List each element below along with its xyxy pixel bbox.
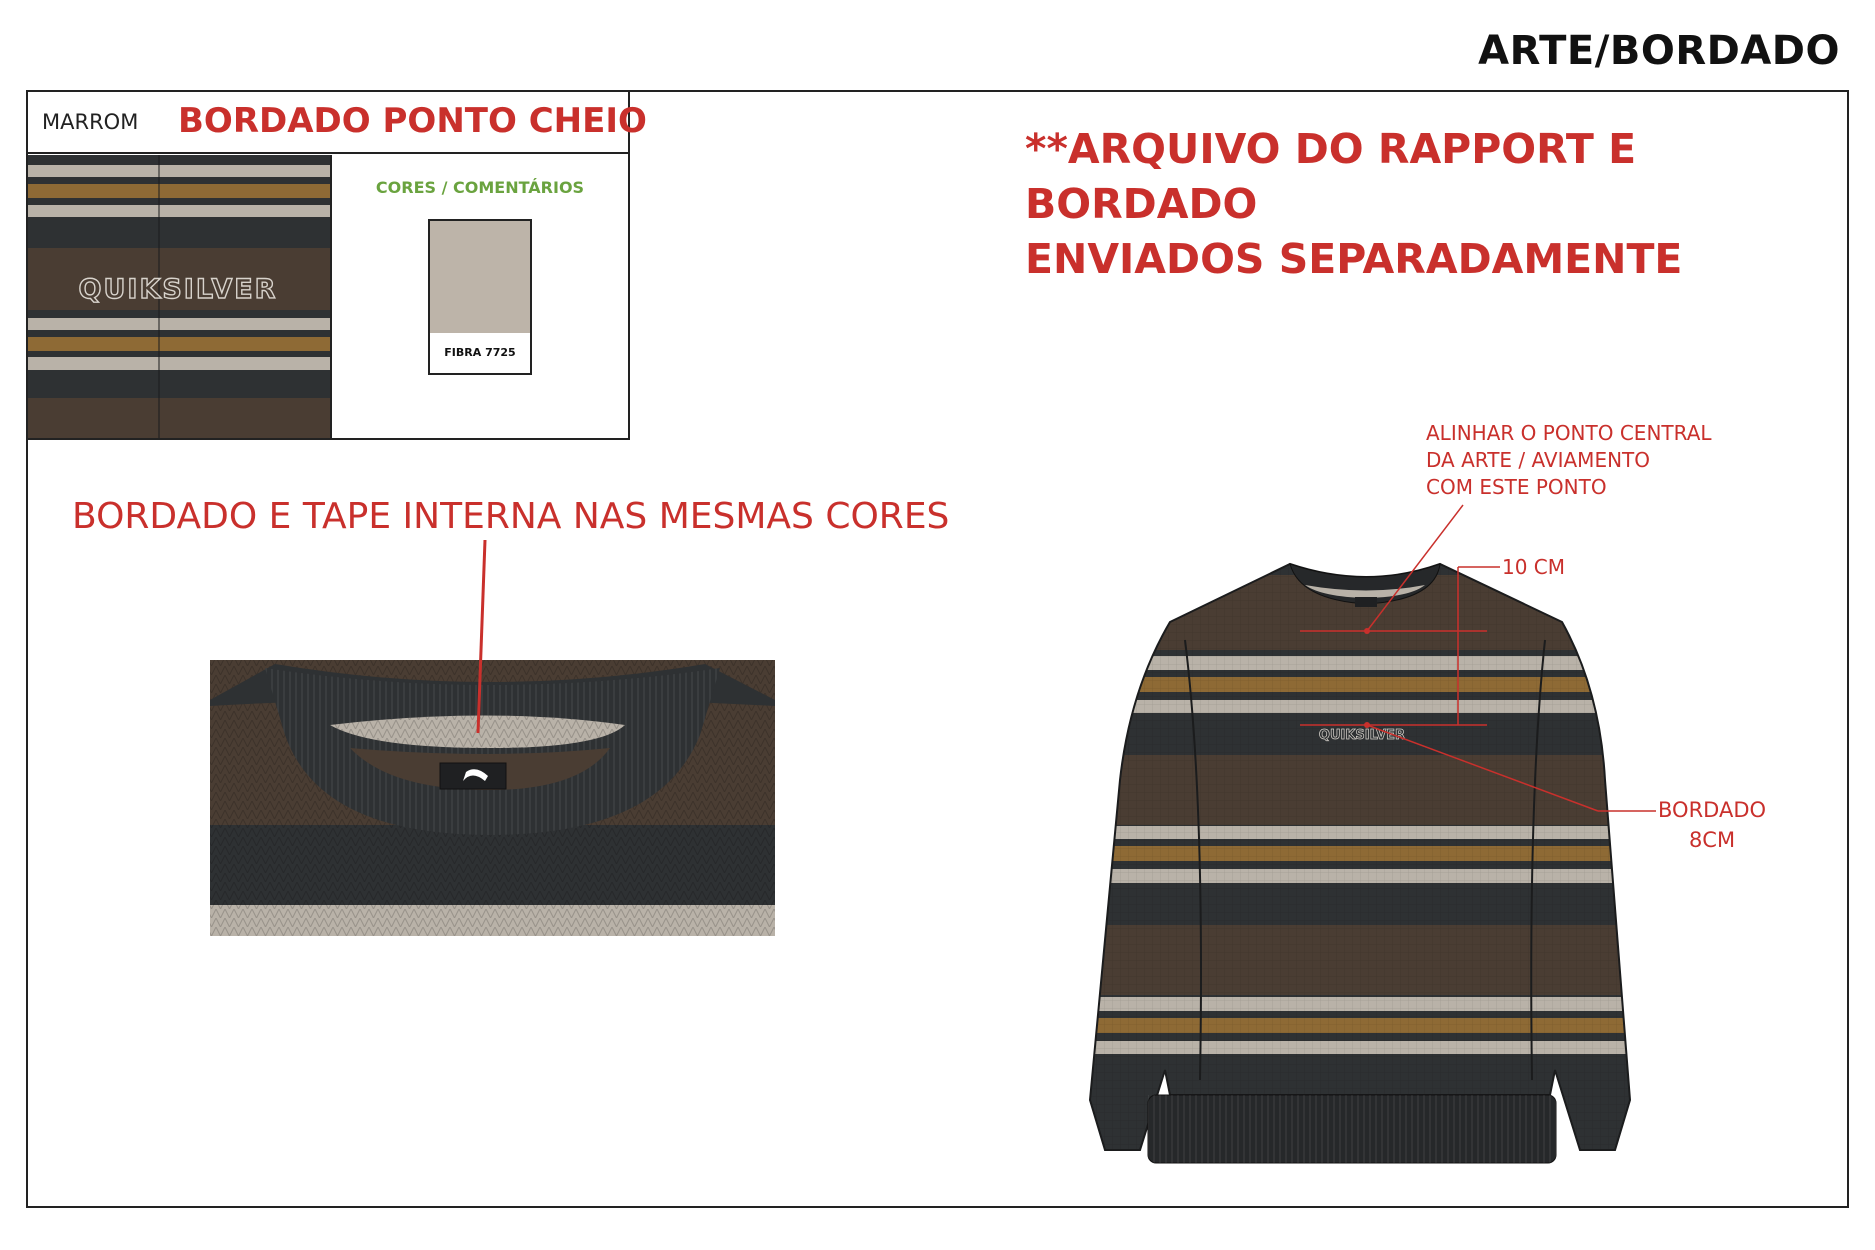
colorway-label: MARROM: [42, 110, 139, 134]
alignment-note-line-2: DA ARTE / AVIAMENTO: [1426, 448, 1650, 472]
logo-wordmark: QUIKSILVER: [79, 274, 278, 305]
alignment-note: ALINHAR O PONTO CENTRAL DA ARTE / AVIAME…: [1426, 420, 1712, 501]
embroidery-size-note: BORDADO 8CM: [1658, 795, 1766, 855]
embroidery-size-line-2: 8CM: [1688, 828, 1736, 852]
spec-header: [28, 92, 628, 154]
stripe-swatch-art: QUIKSILVER: [28, 155, 330, 438]
technique-label: BORDADO PONTO CHEIO: [178, 101, 647, 141]
files-notice: **ARQUIVO DO RAPPORT E BORDADO ENVIADOS …: [1025, 122, 1875, 287]
neck-label-icon: [439, 762, 507, 790]
files-notice-line-1: **ARQUIVO DO RAPPORT E BORDADO: [1025, 125, 1637, 228]
tape-note: BORDADO E TAPE INTERNA NAS MESMAS CORES: [72, 496, 950, 537]
alignment-note-line-3: COM ESTE PONTO: [1426, 475, 1607, 499]
files-notice-line-2: ENVIADOS SEPARADAMENTE: [1025, 235, 1683, 283]
stripe-swatch: QUIKSILVER: [28, 155, 332, 438]
color-chip-fill: [430, 221, 530, 333]
embroidery-size-line-1: BORDADO: [1658, 798, 1767, 822]
colors-comments-title: CORES / COMENTÁRIOS: [375, 178, 585, 197]
garment-logo: QUIKSILVER: [1319, 728, 1405, 743]
measurement-10cm: 10 CM: [1502, 555, 1566, 579]
sheet-frame: [26, 90, 1849, 1208]
color-chip-label: FIBRA 7725: [444, 346, 516, 359]
alignment-note-line-1: ALINHAR O PONTO CENTRAL: [1426, 421, 1712, 445]
page-title: ARTE/BORDADO: [1478, 28, 1840, 74]
